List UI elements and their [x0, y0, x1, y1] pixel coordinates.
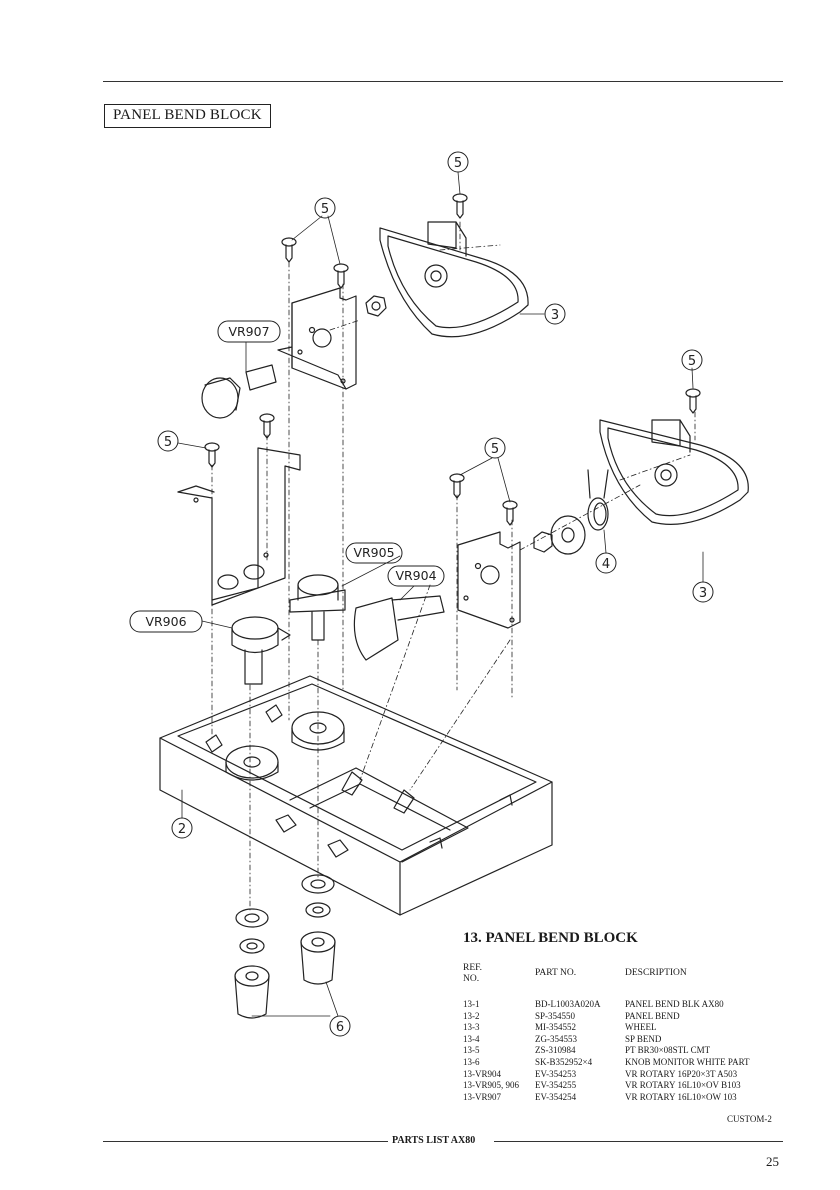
callout-5a: 5	[454, 156, 462, 171]
part-cell: SK-B352952×4	[535, 1056, 593, 1067]
callout-numbers: 5 5 5 5 5 3 3 4 2 6	[164, 156, 707, 1035]
part-cell: ZG-354553	[535, 1033, 577, 1044]
footer-title: PARTS LIST AX80	[392, 1135, 476, 1146]
pot-vr904	[353, 595, 445, 661]
bracket-top	[277, 287, 357, 390]
exploded-diagram: 5 5 5 5 5 3 3 4 2 6 VR907 VR905 VR904 VR…	[129, 151, 749, 1037]
desc-cell: WHEEL	[625, 1022, 657, 1033]
bracket-left	[177, 447, 301, 606]
header-ref-line1: REF.	[463, 963, 483, 973]
knob-vr905	[289, 574, 346, 641]
callout-5d: 5	[164, 435, 172, 450]
custom-note: CUSTOM-2	[727, 1114, 772, 1124]
footer-rule-left	[103, 1141, 388, 1142]
parts-table-title: 13. PANEL BEND BLOCK	[463, 930, 638, 946]
desc-cell: VR ROTARY 16L10×OW 103	[625, 1091, 737, 1102]
table-row: 13-3 MI-354552 WHEEL	[463, 1022, 790, 1034]
parts-table-rows: 13-1 BD-L1003A020A PANEL BEND BLK AX80 13-…	[463, 999, 790, 1103]
header-description: DESCRIPTION	[625, 968, 687, 978]
table-row: 13-6 SK-B352952×4 KNOB MONITOR WHITE PART	[463, 1057, 790, 1069]
vr907-label: VR907	[228, 324, 269, 339]
part-cell: SP-354550	[535, 1010, 576, 1021]
base-panel	[159, 675, 553, 916]
dash-lines	[211, 221, 696, 911]
callout-circles	[157, 151, 714, 1037]
wheel-top	[379, 221, 529, 338]
vr906-label: VR906	[145, 614, 186, 629]
vr-pills	[129, 320, 445, 633]
table-row: 13-VR907 EV-354254 VR ROTARY 16L10×OW 103	[463, 1092, 790, 1104]
table-row: 13-VR905, 906 EV-354255 VR ROTARY 16L10×OV…	[463, 1080, 790, 1092]
callout-2: 2	[178, 822, 186, 837]
vr905-label: VR905	[353, 545, 394, 560]
table-row: 13-1 BD-L1003A020A PANEL BEND BLK AX80	[463, 999, 790, 1011]
vr-labels: VR907 VR905 VR904 VR906	[145, 324, 436, 629]
table-row: 13-5 ZS-310984 PT BR30×08STL CMT	[463, 1045, 790, 1057]
callout-5c: 5	[688, 354, 696, 369]
table-row: 13-4 ZG-354553 SP BEND	[463, 1034, 790, 1046]
ref-cell: 13-5	[463, 1045, 480, 1056]
section-label: PANEL BEND BLOCK	[104, 104, 271, 128]
top-rule	[103, 81, 783, 82]
bracket-right	[457, 531, 521, 629]
part-cell: EV-354253	[535, 1068, 577, 1079]
callout-leaders	[177, 171, 704, 1017]
nut-top	[365, 295, 387, 317]
ref-cell: 13-VR907	[463, 1091, 501, 1102]
page-number: 25	[766, 1154, 779, 1169]
callout-6: 6	[336, 1020, 344, 1035]
desc-cell: PANEL BEND BLK AX80	[625, 999, 724, 1009]
ref-cell: 13-2	[463, 1010, 480, 1021]
callout-4: 4	[602, 557, 610, 572]
desc-cell: SP BEND	[625, 1033, 662, 1044]
callout-5b: 5	[321, 202, 329, 217]
header-ref: REF. NO.	[463, 963, 482, 985]
spring	[587, 469, 609, 531]
part-cell: MI-354552	[535, 1022, 576, 1033]
ref-cell: 13-6	[463, 1056, 480, 1067]
part-cell: BD-L1003A020A	[535, 999, 601, 1009]
desc-cell: PANEL BEND	[625, 1010, 680, 1021]
desc-cell: PT BR30×08STL CMT	[625, 1045, 711, 1056]
washer-right	[533, 515, 586, 555]
callout-3a: 3	[551, 308, 559, 323]
ref-cell: 13-VR905, 906	[463, 1080, 519, 1091]
bottom-hardware	[234, 874, 336, 1019]
footer-rule-right	[494, 1141, 783, 1142]
ref-cell: 13-4	[463, 1033, 480, 1044]
table-row: 13-2 SP-354550 PANEL BEND	[463, 1011, 790, 1023]
knob-vr907	[201, 364, 277, 419]
knob-vr906	[231, 616, 291, 685]
header-ref-line2: NO.	[463, 974, 480, 984]
part-cell: ZS-310984	[535, 1045, 576, 1056]
ref-cell: 13-VR904	[463, 1068, 501, 1079]
ref-cell: 13-1	[463, 999, 480, 1009]
callout-3b: 3	[699, 586, 707, 601]
ref-cell: 13-3	[463, 1022, 480, 1033]
screws	[204, 193, 701, 526]
part-cell: EV-354254	[535, 1091, 577, 1102]
desc-cell: VR ROTARY 16P20×3T A503	[625, 1068, 738, 1079]
desc-cell: KNOB MONITOR WHITE PART	[625, 1056, 750, 1067]
header-part-no: PART NO.	[535, 968, 577, 978]
table-row: 13-VR904 EV-354253 VR ROTARY 16P20×3T A503	[463, 1069, 790, 1081]
desc-cell: VR ROTARY 16L10×OV B103	[625, 1080, 741, 1091]
wheel-right	[599, 419, 749, 525]
part-cell: EV-354255	[535, 1080, 577, 1091]
callout-5e: 5	[491, 442, 499, 457]
vr904-label: VR904	[395, 568, 436, 583]
